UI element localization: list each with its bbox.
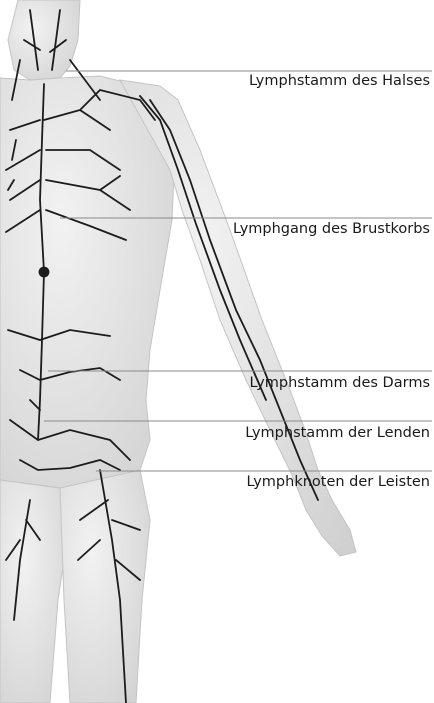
label-lymphstamm-lenden: Lymphstamm der Lenden <box>245 424 430 442</box>
label-lymphknoten-leisten: Lymphknoten der Leisten <box>246 473 430 491</box>
label-lymphstamm-darms: Lymphstamm des Darms <box>249 374 430 392</box>
label-lymphgang-brustkorbs: Lymphgang des Brustkorbs <box>233 220 430 238</box>
body-silhouette <box>0 0 356 703</box>
label-lymphstamm-halses: Lymphstamm des Halses <box>249 72 430 90</box>
